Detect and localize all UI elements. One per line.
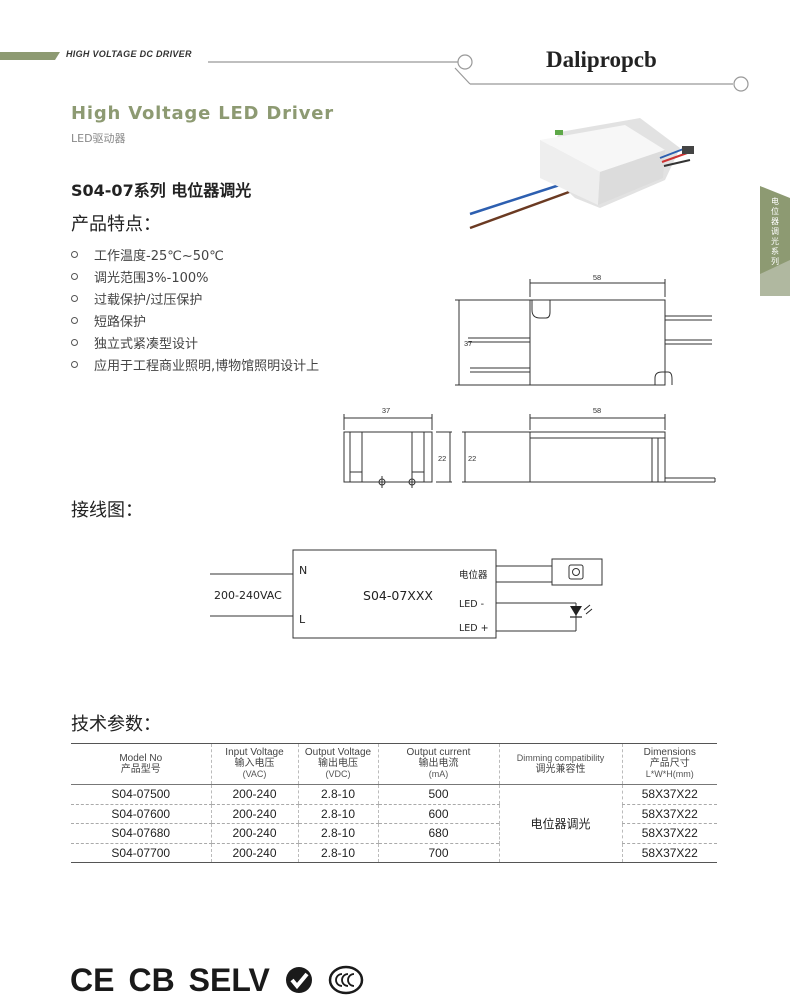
end-view-drawing <box>343 414 452 488</box>
header-decoration <box>0 52 749 92</box>
pin-n-label: N <box>299 564 307 577</box>
table-row: S04-07700 200-240 2.8-10 700 58X37X22 <box>71 843 717 863</box>
brand-name: Dalipropcb <box>546 47 657 72</box>
c-tick-icon <box>285 967 312 993</box>
led-plus-label: LED + <box>459 623 489 634</box>
features-heading: 产品特点： <box>71 214 161 235</box>
wiring-diagram <box>210 549 603 639</box>
top-view-drawing <box>455 279 712 386</box>
bullet-icon <box>71 316 78 324</box>
page-title: High Voltage LED Driver <box>71 103 334 124</box>
side-view-drawing <box>462 414 716 483</box>
feature-item: 过载保护/过压保护 <box>71 287 319 309</box>
header-node-2 <box>733 76 749 92</box>
selv-mark: SELV <box>188 962 270 998</box>
table-row: S04-07600 200-240 2.8-10 600 58X37X22 <box>71 804 717 824</box>
wiring-heading: 接线图： <box>71 500 143 521</box>
certification-logos: CE CB SELV <box>70 962 364 998</box>
ccc-icon <box>328 965 364 995</box>
bullet-icon <box>71 338 78 346</box>
dim-side-width: 58 <box>593 406 601 415</box>
feature-item: 应用于工程商业照明,博物馆照明设计上 <box>71 353 319 375</box>
feature-item: 调光范围3%-100% <box>71 265 319 287</box>
dim-end-height: 22 <box>438 454 446 463</box>
product-image <box>469 118 694 230</box>
header-green-bar <box>0 52 60 60</box>
table-row: S04-07680 200-240 2.8-10 680 58X37X22 <box>71 823 717 844</box>
dimming-cell: 电位器调光 <box>498 784 622 863</box>
bullet-icon <box>71 294 78 302</box>
bullet-icon <box>71 250 78 258</box>
feature-item: 工作温度-25℃~50℃ <box>71 243 319 265</box>
potentiometer-box <box>551 558 603 586</box>
pot-label: 电位器 <box>459 569 488 581</box>
driver-model-label: S04-07XXX <box>363 588 433 603</box>
header-node-1 <box>457 54 473 70</box>
tech-heading: 技术参数： <box>71 714 161 735</box>
cb-mark: CB <box>128 962 175 998</box>
led-diode-icon <box>570 606 582 616</box>
header-series-tag: HIGH VOLTAGE DC DRIVER <box>66 49 192 59</box>
page-subtitle: LED驱动器 <box>71 132 126 145</box>
pin-l-label: L <box>299 613 306 626</box>
feature-item: 短路保护 <box>71 309 319 331</box>
input-voltage-label: 200-240VAC <box>214 589 282 602</box>
potentiometer-icon <box>568 564 584 580</box>
dim-top-width: 58 <box>593 273 601 282</box>
series-title: S04-07系列 电位器调光 <box>71 181 252 200</box>
bullet-icon <box>71 272 78 280</box>
driver-box <box>292 549 497 639</box>
drawings-layer: 58 37 37 22 <box>210 118 716 639</box>
feature-list: 工作温度-25℃~50℃ 调光范围3%-100% 过载保护/过压保护 短路保护 … <box>71 243 319 375</box>
side-tab <box>760 186 790 296</box>
dim-top-height: 37 <box>464 339 472 348</box>
led-minus-label: LED - <box>459 599 484 610</box>
dim-end-width: 37 <box>382 406 390 415</box>
ce-mark: CE <box>70 962 115 998</box>
table-row: S04-07500 200-240 2.8-10 500 电位器调光 58X37… <box>71 784 717 863</box>
dim-side-height: 22 <box>468 454 476 463</box>
side-tab-label: 电位器调光系列 <box>771 197 779 266</box>
feature-item: 独立式紧凑型设计 <box>71 331 319 353</box>
bullet-icon <box>71 360 78 368</box>
